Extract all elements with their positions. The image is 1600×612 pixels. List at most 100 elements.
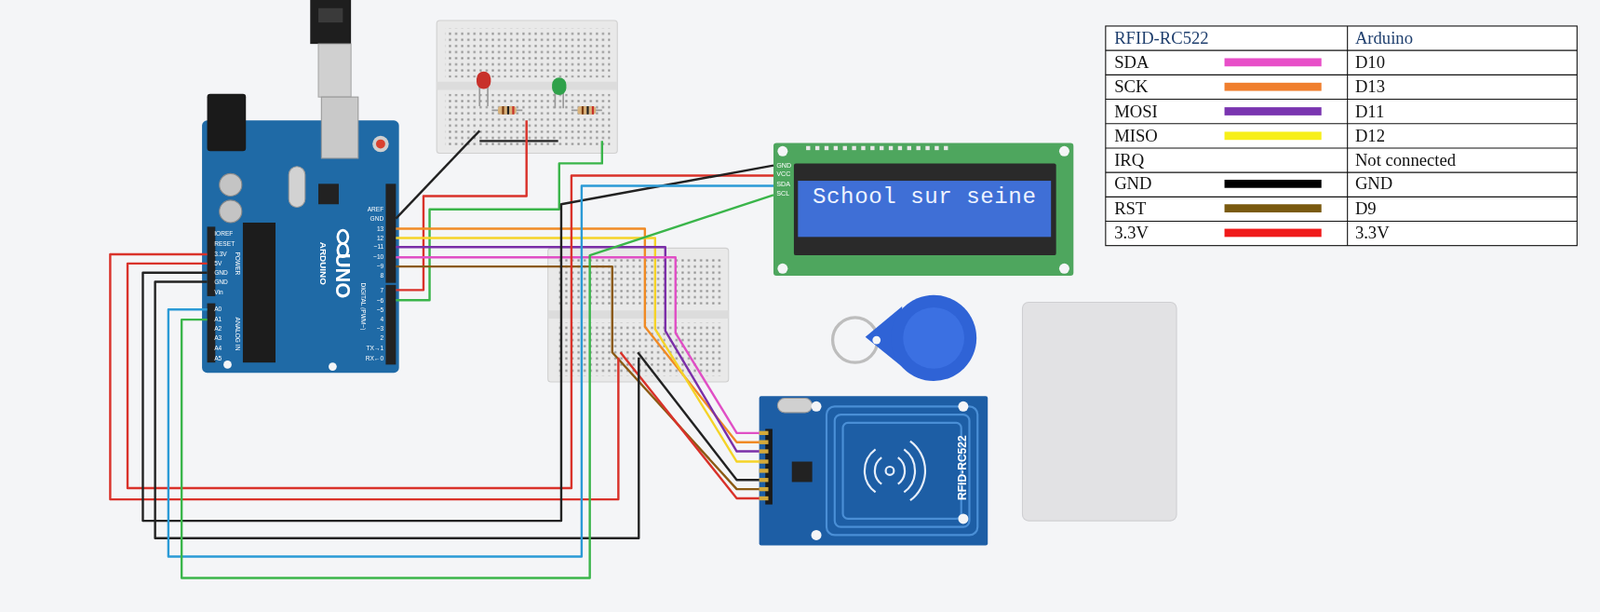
arduino-illustration xyxy=(385,183,396,283)
pin-label: 5V xyxy=(214,260,222,268)
jumper-wire xyxy=(142,165,774,522)
arduino-illustration xyxy=(201,120,400,373)
pin-table xyxy=(1105,26,1577,246)
pin-label: 7 xyxy=(380,286,385,294)
header-label: ANALOG IN xyxy=(234,317,242,351)
arduino-illustration xyxy=(207,303,216,364)
table-cell: D12 xyxy=(1355,126,1385,145)
wire-color-sample xyxy=(1224,57,1322,67)
pin-label: 12 xyxy=(376,234,384,242)
table-cell: SDA xyxy=(1114,53,1149,71)
rfid-illustration xyxy=(886,466,895,475)
rfid-illustration xyxy=(898,457,905,485)
lcd-screen: School sur seine xyxy=(797,180,1051,237)
rfid-keyfob xyxy=(872,336,881,345)
lcd-module xyxy=(773,142,1074,276)
rfid-illustration xyxy=(759,395,989,545)
rfid-illustration xyxy=(777,398,812,413)
pin-label: ~5 xyxy=(376,307,385,314)
wire-color-sample xyxy=(1224,57,1322,237)
table-cell: MOSI xyxy=(1114,102,1158,121)
pin-label: TX→1 xyxy=(366,345,385,352)
jumper-wire xyxy=(127,175,774,488)
pin-table xyxy=(1105,147,1577,148)
lcd-module xyxy=(773,142,1074,276)
lcd-module xyxy=(934,146,939,150)
jumper-wire xyxy=(637,351,759,480)
led-symbol xyxy=(554,92,557,109)
pin-label: 8 xyxy=(380,272,385,280)
rfid-illustration xyxy=(759,477,769,482)
lcd-module xyxy=(915,146,920,150)
rfid-illustration xyxy=(759,496,769,500)
rfid-illustration xyxy=(759,430,769,435)
jumper-wire xyxy=(620,351,760,498)
wire-color-sample xyxy=(1224,203,1322,213)
pin-label: AREF xyxy=(367,205,385,213)
led-symbol xyxy=(476,71,566,108)
pin-table xyxy=(1105,196,1577,198)
resistor-symbol xyxy=(497,106,517,115)
table-cell: 3.3V xyxy=(1355,224,1390,243)
pin-table xyxy=(1105,220,1577,222)
pin-label: ~6 xyxy=(376,296,385,304)
table-cell: D13 xyxy=(1355,78,1385,96)
lcd-text: School sur seine xyxy=(812,187,1036,210)
led-symbol xyxy=(551,77,566,95)
lcd-module xyxy=(1059,263,1070,274)
rfid-illustration xyxy=(792,461,813,483)
jumper-wire xyxy=(395,120,526,290)
rfid-illustration xyxy=(834,414,970,527)
pin-label: 3.3V xyxy=(214,251,228,258)
table-header: Arduino xyxy=(1355,28,1413,47)
pin-label: ~11 xyxy=(374,243,385,251)
rfid-module: RFID-RC522 xyxy=(759,395,989,545)
usb-cable xyxy=(318,43,351,97)
lcd-module xyxy=(843,146,848,150)
arduino-illustration xyxy=(207,94,247,151)
pin-label: ~10 xyxy=(373,254,384,261)
pin-table xyxy=(1105,122,1577,124)
pin-label: 2 xyxy=(380,335,385,342)
arduino-illustration xyxy=(376,139,386,149)
lcd-pin-label: SDA xyxy=(776,181,791,189)
jumper-wire xyxy=(479,139,558,142)
pin-label: 4 xyxy=(380,316,385,323)
rfid-illustration xyxy=(759,448,769,453)
rfid-illustration xyxy=(864,448,876,492)
led-symbol xyxy=(562,92,565,109)
jumper-wire xyxy=(181,194,774,578)
rfid-illustration xyxy=(910,441,926,501)
header-label: DIGITAL (PWM~) xyxy=(360,282,367,330)
arduino-illustration xyxy=(207,226,216,296)
resistor-symbol xyxy=(491,106,602,115)
resistor-symbol xyxy=(591,106,594,115)
usb-cable xyxy=(309,0,351,97)
pin-table xyxy=(1105,50,1577,52)
lcd-module xyxy=(898,146,902,150)
lcd-pin-label: SCL xyxy=(776,190,790,198)
lcd-pin-label: VCC xyxy=(776,171,791,178)
rfid-illustration xyxy=(759,486,769,491)
table-cell: D10 xyxy=(1355,53,1385,71)
resistor-symbol xyxy=(581,106,584,115)
pin-label: A3 xyxy=(214,335,222,342)
pin-label: GND xyxy=(214,278,229,285)
rfid-illustration xyxy=(759,468,769,472)
pin-table xyxy=(1105,74,1577,76)
arduino-illustration xyxy=(372,135,390,153)
lcd-module xyxy=(860,146,865,150)
pin-label: ~9 xyxy=(376,263,385,270)
arduino-illustration xyxy=(328,362,337,371)
rfid-illustration xyxy=(759,395,989,545)
rfid-illustration xyxy=(811,401,822,412)
table-cell: 3.3V xyxy=(1114,224,1149,243)
jumper-wire xyxy=(109,254,619,499)
pin-label: IOREF xyxy=(214,230,233,238)
lcd-module xyxy=(888,146,893,150)
rfid-illustration xyxy=(759,458,769,463)
rfid-illustration xyxy=(811,529,822,540)
pin-table xyxy=(1105,172,1577,174)
lcd-module xyxy=(907,146,912,150)
